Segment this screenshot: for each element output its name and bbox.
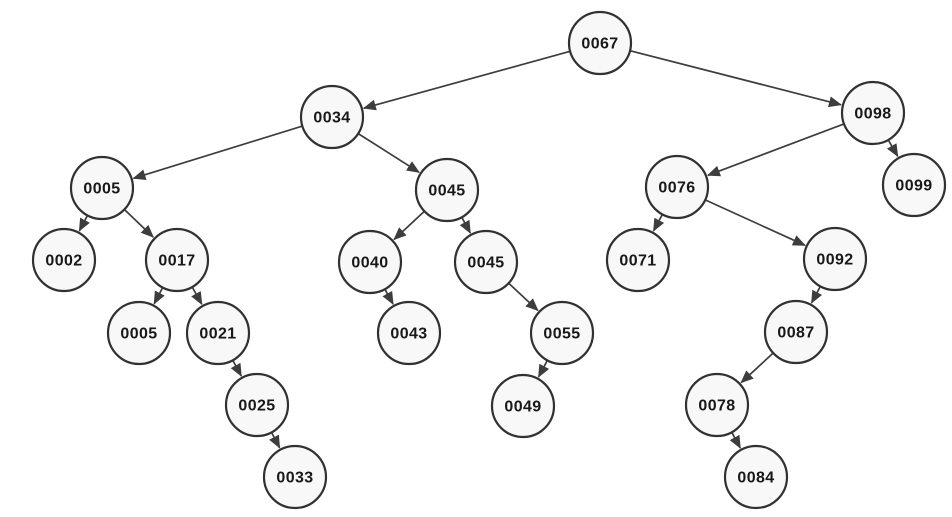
node-circle	[881, 152, 947, 218]
tree-node-0005: 0005	[106, 300, 172, 366]
node-circle	[224, 372, 290, 438]
edge-0025-to-0033	[269, 432, 281, 449]
node-label: 0045	[467, 255, 504, 272]
tree-node-0092: 0092	[802, 226, 868, 292]
edge-0021-to-0025	[230, 359, 243, 377]
node-label: 0040	[351, 255, 388, 272]
node-circle	[337, 229, 403, 295]
edge-0017-to-0021	[191, 286, 203, 306]
edge-0034-to-0045	[357, 132, 420, 174]
edge-0076-to-0092	[704, 199, 806, 247]
edge-0055-to-0049	[537, 359, 550, 378]
node-label: 0002	[45, 253, 82, 270]
node-circle	[106, 300, 172, 366]
edge-0040-to-0043	[382, 288, 394, 305]
tree-node-0098: 0098	[840, 80, 906, 146]
node-circle	[567, 10, 633, 76]
node-circle	[684, 372, 750, 438]
tree-node-0084: 0084	[723, 444, 789, 510]
node-label: 0084	[737, 470, 774, 487]
edge-0067-to-0098	[629, 49, 842, 108]
node-circle	[802, 226, 868, 292]
tree-node-0021: 0021	[185, 300, 251, 366]
node-circle	[376, 300, 442, 366]
node-circle	[840, 80, 906, 146]
tree-node-0025: 0025	[224, 372, 290, 438]
node-label: 0078	[698, 398, 735, 415]
node-circle	[723, 444, 789, 510]
tree-node-0055: 0055	[529, 300, 595, 366]
node-circle	[185, 300, 251, 366]
node-label: 0045	[428, 183, 465, 200]
tree-node-0067: 0067	[567, 10, 633, 76]
node-label: 0076	[658, 180, 695, 197]
node-label: 0021	[199, 326, 236, 343]
edge-0017-to-0005	[153, 287, 165, 305]
node-label: 0087	[777, 325, 814, 342]
node-label: 0099	[895, 178, 932, 195]
node-label: 0005	[120, 326, 157, 343]
node-label: 0049	[504, 399, 541, 416]
node-label: 0025	[238, 398, 275, 415]
node-label: 0043	[390, 326, 427, 343]
node-circle	[69, 155, 135, 221]
node-circle	[414, 157, 480, 223]
tree-node-0045: 0045	[453, 229, 519, 295]
node-circle	[31, 227, 97, 293]
edge-0098-to-0099	[886, 139, 899, 158]
node-circle	[453, 229, 519, 295]
node-label: 0005	[83, 181, 120, 198]
tree-node-0033: 0033	[262, 444, 328, 510]
node-circle	[644, 154, 710, 220]
node-circle	[529, 300, 595, 366]
tree-node-0078: 0078	[684, 372, 750, 438]
node-circle	[490, 373, 556, 439]
node-circle	[299, 84, 365, 150]
tree-node-0087: 0087	[763, 299, 829, 365]
tree-node-0049: 0049	[490, 373, 556, 439]
node-label: 0034	[313, 110, 350, 127]
edge-0045-to-0055	[508, 282, 539, 312]
tree-node-0043: 0043	[376, 300, 442, 366]
edge-0005-to-0017	[123, 208, 154, 238]
edge-0092-to-0087	[810, 285, 823, 304]
node-circle	[262, 444, 328, 510]
tree-node-0005: 0005	[69, 155, 135, 221]
edge-0098-to-0076	[706, 123, 845, 177]
node-label: 0017	[158, 253, 195, 270]
node-label: 0098	[854, 106, 891, 123]
node-label: 0055	[543, 326, 580, 343]
edge-0087-to-0078	[740, 352, 774, 384]
node-label: 0071	[619, 253, 656, 270]
tree-node-0040: 0040	[337, 229, 403, 295]
tree-node-0034: 0034	[299, 84, 365, 150]
edge-0034-to-0005	[132, 125, 303, 181]
node-label: 0092	[816, 252, 853, 269]
edge-0076-to-0071	[652, 213, 665, 232]
node-circle	[763, 299, 829, 365]
tree-node-0002: 0002	[31, 227, 97, 293]
tree-node-0099: 0099	[881, 152, 947, 218]
edge-0045-to-0040	[393, 210, 425, 241]
tree-node-0071: 0071	[605, 227, 671, 293]
tree-node-0076: 0076	[644, 154, 710, 220]
edge-0045-to-0045	[459, 216, 472, 234]
tree-node-0017: 0017	[144, 227, 210, 293]
tree-node-0045: 0045	[414, 157, 480, 223]
edge-0078-to-0084	[729, 431, 742, 449]
node-label: 0067	[581, 36, 618, 53]
node-circle	[144, 227, 210, 293]
edge-0005-to-0002	[78, 215, 90, 232]
node-label: 0033	[276, 470, 313, 487]
edge-0067-to-0034	[362, 50, 571, 111]
node-circle	[605, 227, 671, 293]
